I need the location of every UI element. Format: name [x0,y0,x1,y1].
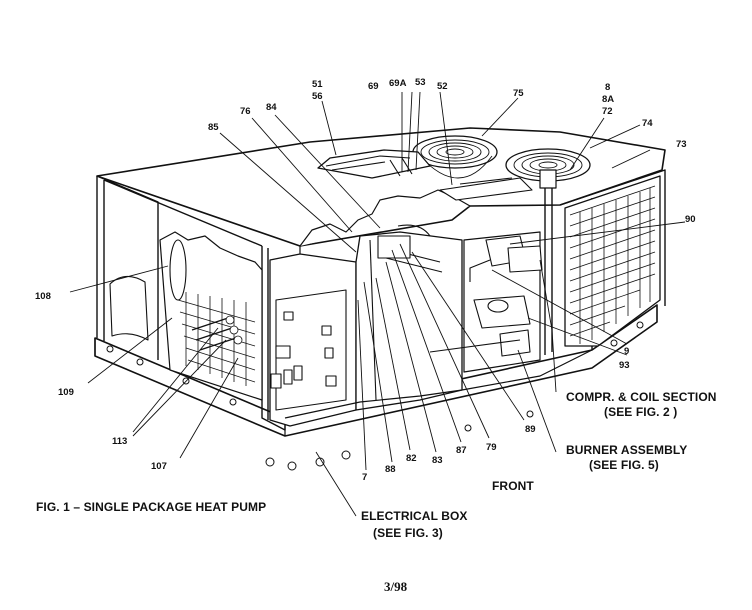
part-label: 7 [362,472,367,483]
part-label: 87 [456,445,467,456]
callout-burner-assembly: BURNER ASSEMBLY (SEE FIG. 5) [566,443,687,472]
part-label: 56 [312,91,323,102]
outdoor-coil-grille [564,175,661,347]
part-label: 109 [58,387,74,398]
part-label: 73 [676,139,687,150]
part-label: 79 [486,442,497,453]
part-label: 83 [432,455,443,466]
part-label: 69A [389,78,407,89]
part-label: 53 [415,77,426,88]
part-label: 108 [35,291,51,302]
part-label: 113 [112,436,127,447]
fan-guard-right [505,148,591,189]
part-label: 76 [240,106,251,117]
front-orientation-label: FRONT [492,479,534,493]
part-label: 93 [619,360,630,371]
figure-title: FIG. 1 – SINGLE PACKAGE HEAT PUMP [36,500,266,514]
part-label: 75 [513,88,524,99]
part-label: 72 [602,106,613,117]
roof-cutaway-edge [299,189,471,247]
part-label: 8A [602,94,614,105]
part-label: 84 [266,102,277,113]
callout-title: COMPR. & COIL SECTION [566,390,717,404]
part-label: 51 [312,79,323,90]
callout-electrical-box: ELECTRICAL BOX (SEE FIG. 3) [361,509,468,540]
leader-lines [69,91,686,517]
callout-reference: (SEE FIG. 5) [589,458,659,472]
callout-title: BURNER ASSEMBLY [566,443,687,457]
callout-title: ELECTRICAL BOX [361,509,468,523]
part-label: 74 [642,118,653,129]
callout-compressor-coil: COMPR. & COIL SECTION (SEE FIG. 2 ) [566,390,717,419]
part-label: 85 [208,122,219,133]
electrical-box [269,253,357,427]
callout-reference: (SEE FIG. 3) [373,526,443,540]
part-label: 88 [385,464,396,475]
part-label: 52 [437,81,448,92]
part-label: 9 [624,346,629,357]
indoor-coil [109,231,263,401]
part-label: 8 [605,82,610,93]
part-label: 82 [406,453,417,464]
part-label: 69 [368,81,379,92]
part-numbers: 51 56 69 69A 53 52 75 8 8A 72 74 73 76 8… [35,77,696,483]
part-label: 89 [525,424,536,435]
part-label: 90 [685,214,696,225]
front-panel-lower [284,349,593,419]
callout-reference: (SEE FIG. 2 ) [604,405,677,419]
part-label: 107 [151,461,167,472]
page-number: 3/98 [384,579,408,594]
